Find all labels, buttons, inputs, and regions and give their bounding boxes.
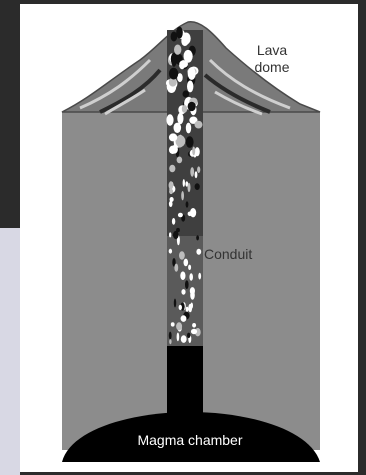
underlying-page-edge xyxy=(0,228,20,475)
gas-bubble xyxy=(181,315,187,322)
gas-bubble xyxy=(184,50,193,63)
gas-bubble xyxy=(172,218,175,225)
gas-bubble xyxy=(196,249,201,255)
gas-bubble xyxy=(187,81,193,93)
gas-bubble xyxy=(183,90,190,97)
gas-bubble xyxy=(169,181,174,189)
gas-bubble xyxy=(177,157,183,164)
gas-bubble xyxy=(195,121,203,129)
gas-bubble xyxy=(188,304,192,312)
gas-bubble xyxy=(181,36,188,46)
gas-bubble xyxy=(198,273,201,280)
lava-dome-label: Lava dome xyxy=(240,42,304,76)
gas-bubble xyxy=(197,166,200,173)
gas-bubble xyxy=(169,332,172,340)
lava-dome-label-line1: Lava xyxy=(240,42,304,59)
gas-bubble xyxy=(186,123,191,134)
gas-bubble xyxy=(190,287,195,295)
gas-bubble xyxy=(166,114,173,125)
gas-bubble xyxy=(178,213,183,218)
conduit-label: Conduit xyxy=(204,246,252,263)
gas-bubble xyxy=(170,197,174,202)
gas-bubble xyxy=(188,67,196,80)
gas-bubble xyxy=(183,179,185,187)
gas-bubble xyxy=(169,249,172,254)
gas-bubble xyxy=(174,299,176,308)
gas-bubble xyxy=(195,171,198,178)
gas-bubble xyxy=(171,145,178,154)
gas-bubble xyxy=(188,265,191,270)
gas-bubble xyxy=(188,102,196,111)
magma-chamber-label: Magma chamber xyxy=(100,432,280,449)
gas-bubble xyxy=(179,305,182,310)
gas-bubble xyxy=(188,183,191,192)
gas-bubble xyxy=(173,231,179,239)
gas-bubble xyxy=(169,339,171,344)
gas-bubble xyxy=(184,259,189,267)
gas-bubble xyxy=(174,123,182,133)
gas-bubble xyxy=(169,189,173,194)
gas-bubble xyxy=(196,235,199,240)
gas-bubble xyxy=(189,273,193,281)
gas-bubble xyxy=(169,165,175,172)
gas-bubble xyxy=(177,113,183,124)
conduit-magma-column xyxy=(167,346,203,416)
gas-bubble xyxy=(190,167,194,177)
gas-bubble xyxy=(169,232,171,237)
gas-bubble xyxy=(191,329,197,334)
gas-bubble xyxy=(182,105,187,113)
gas-bubble xyxy=(195,183,200,190)
gas-bubble xyxy=(186,136,194,148)
gas-bubble xyxy=(179,251,185,259)
gas-bubble xyxy=(176,322,182,330)
gas-bubble xyxy=(174,45,181,55)
gas-bubble xyxy=(192,323,196,328)
gas-bubble xyxy=(186,307,189,312)
gas-bubble xyxy=(171,322,175,326)
gas-bubble xyxy=(181,289,185,295)
gas-bubble xyxy=(187,333,190,338)
gas-bubble xyxy=(169,68,178,80)
gas-bubble xyxy=(181,191,184,200)
gas-bubble xyxy=(180,271,185,280)
gas-bubble xyxy=(186,201,189,207)
gas-bubble xyxy=(192,147,195,156)
lava-dome-label-line2: dome xyxy=(240,59,304,76)
gas-bubble xyxy=(195,147,200,156)
gas-bubble xyxy=(169,133,177,141)
gas-bubble xyxy=(174,264,178,272)
gas-bubble xyxy=(177,333,180,342)
gas-bubble xyxy=(185,280,189,289)
gas-bubble xyxy=(172,55,177,66)
gas-bubble xyxy=(181,335,187,343)
gas-bubble xyxy=(190,208,196,217)
gas-bubble xyxy=(176,27,183,39)
